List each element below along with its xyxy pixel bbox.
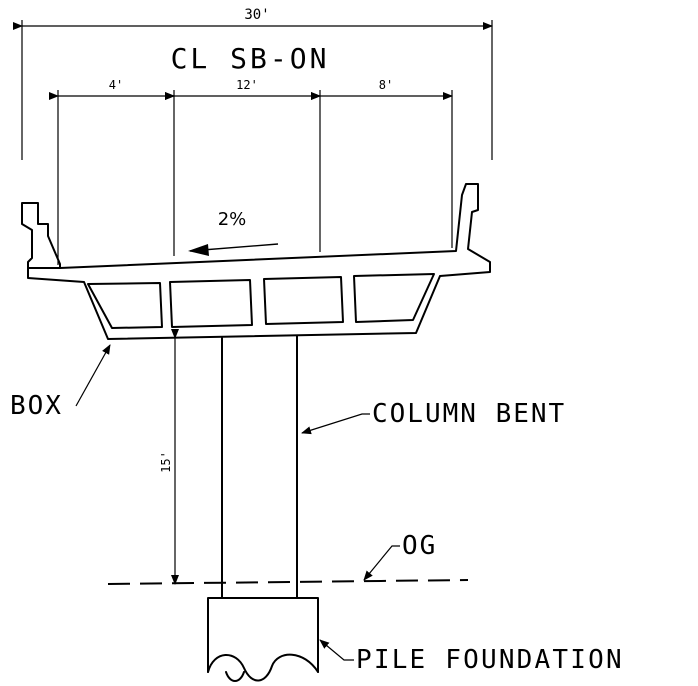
column-height-dimension: 15' bbox=[159, 329, 179, 585]
column-bent bbox=[221, 335, 298, 599]
pile-break-line bbox=[207, 653, 319, 682]
pile-foundation bbox=[207, 597, 319, 682]
box-label: BOX bbox=[10, 391, 63, 421]
column-bent-leader bbox=[301, 413, 370, 435]
pile-break-curl bbox=[225, 671, 245, 682]
box-cell-4 bbox=[353, 273, 435, 323]
column-height-label: 15' bbox=[159, 451, 173, 473]
lane-dimensions: 4' 12' 8' bbox=[49, 78, 453, 265]
box-girder-outline bbox=[21, 202, 61, 269]
box-cell-1 bbox=[87, 282, 163, 329]
cross-slope: 2% bbox=[188, 209, 279, 256]
pile-foundation-label: PILE FOUNDATION bbox=[356, 645, 624, 675]
overall-width-label: 30' bbox=[244, 7, 269, 23]
box-cell-3 bbox=[263, 276, 344, 325]
pile-foundation-leader bbox=[319, 639, 354, 661]
original-ground-line bbox=[107, 579, 469, 585]
deck-and-soffit bbox=[27, 183, 491, 340]
box-leader bbox=[75, 344, 111, 407]
box-cell-2 bbox=[169, 279, 253, 328]
centerline-label: CL SB-ON bbox=[171, 42, 330, 75]
left-offset-label: 4' bbox=[109, 78, 123, 92]
cross-slope-label: 2% bbox=[218, 209, 247, 230]
right-offset-label: 8' bbox=[379, 78, 393, 92]
callouts: BOX COLUMN BENT OG PILE FOUNDATION bbox=[10, 344, 624, 675]
column-bent-label: COLUMN BENT bbox=[372, 399, 566, 429]
slope-arrow-head bbox=[188, 244, 209, 256]
og-leader bbox=[363, 545, 400, 581]
lane-width-label: 12' bbox=[236, 78, 258, 92]
pile-cap-outline bbox=[207, 597, 319, 673]
overall-dimension: 30' bbox=[13, 7, 493, 160]
og-label: OG bbox=[402, 531, 437, 561]
box-girder bbox=[21, 183, 491, 340]
